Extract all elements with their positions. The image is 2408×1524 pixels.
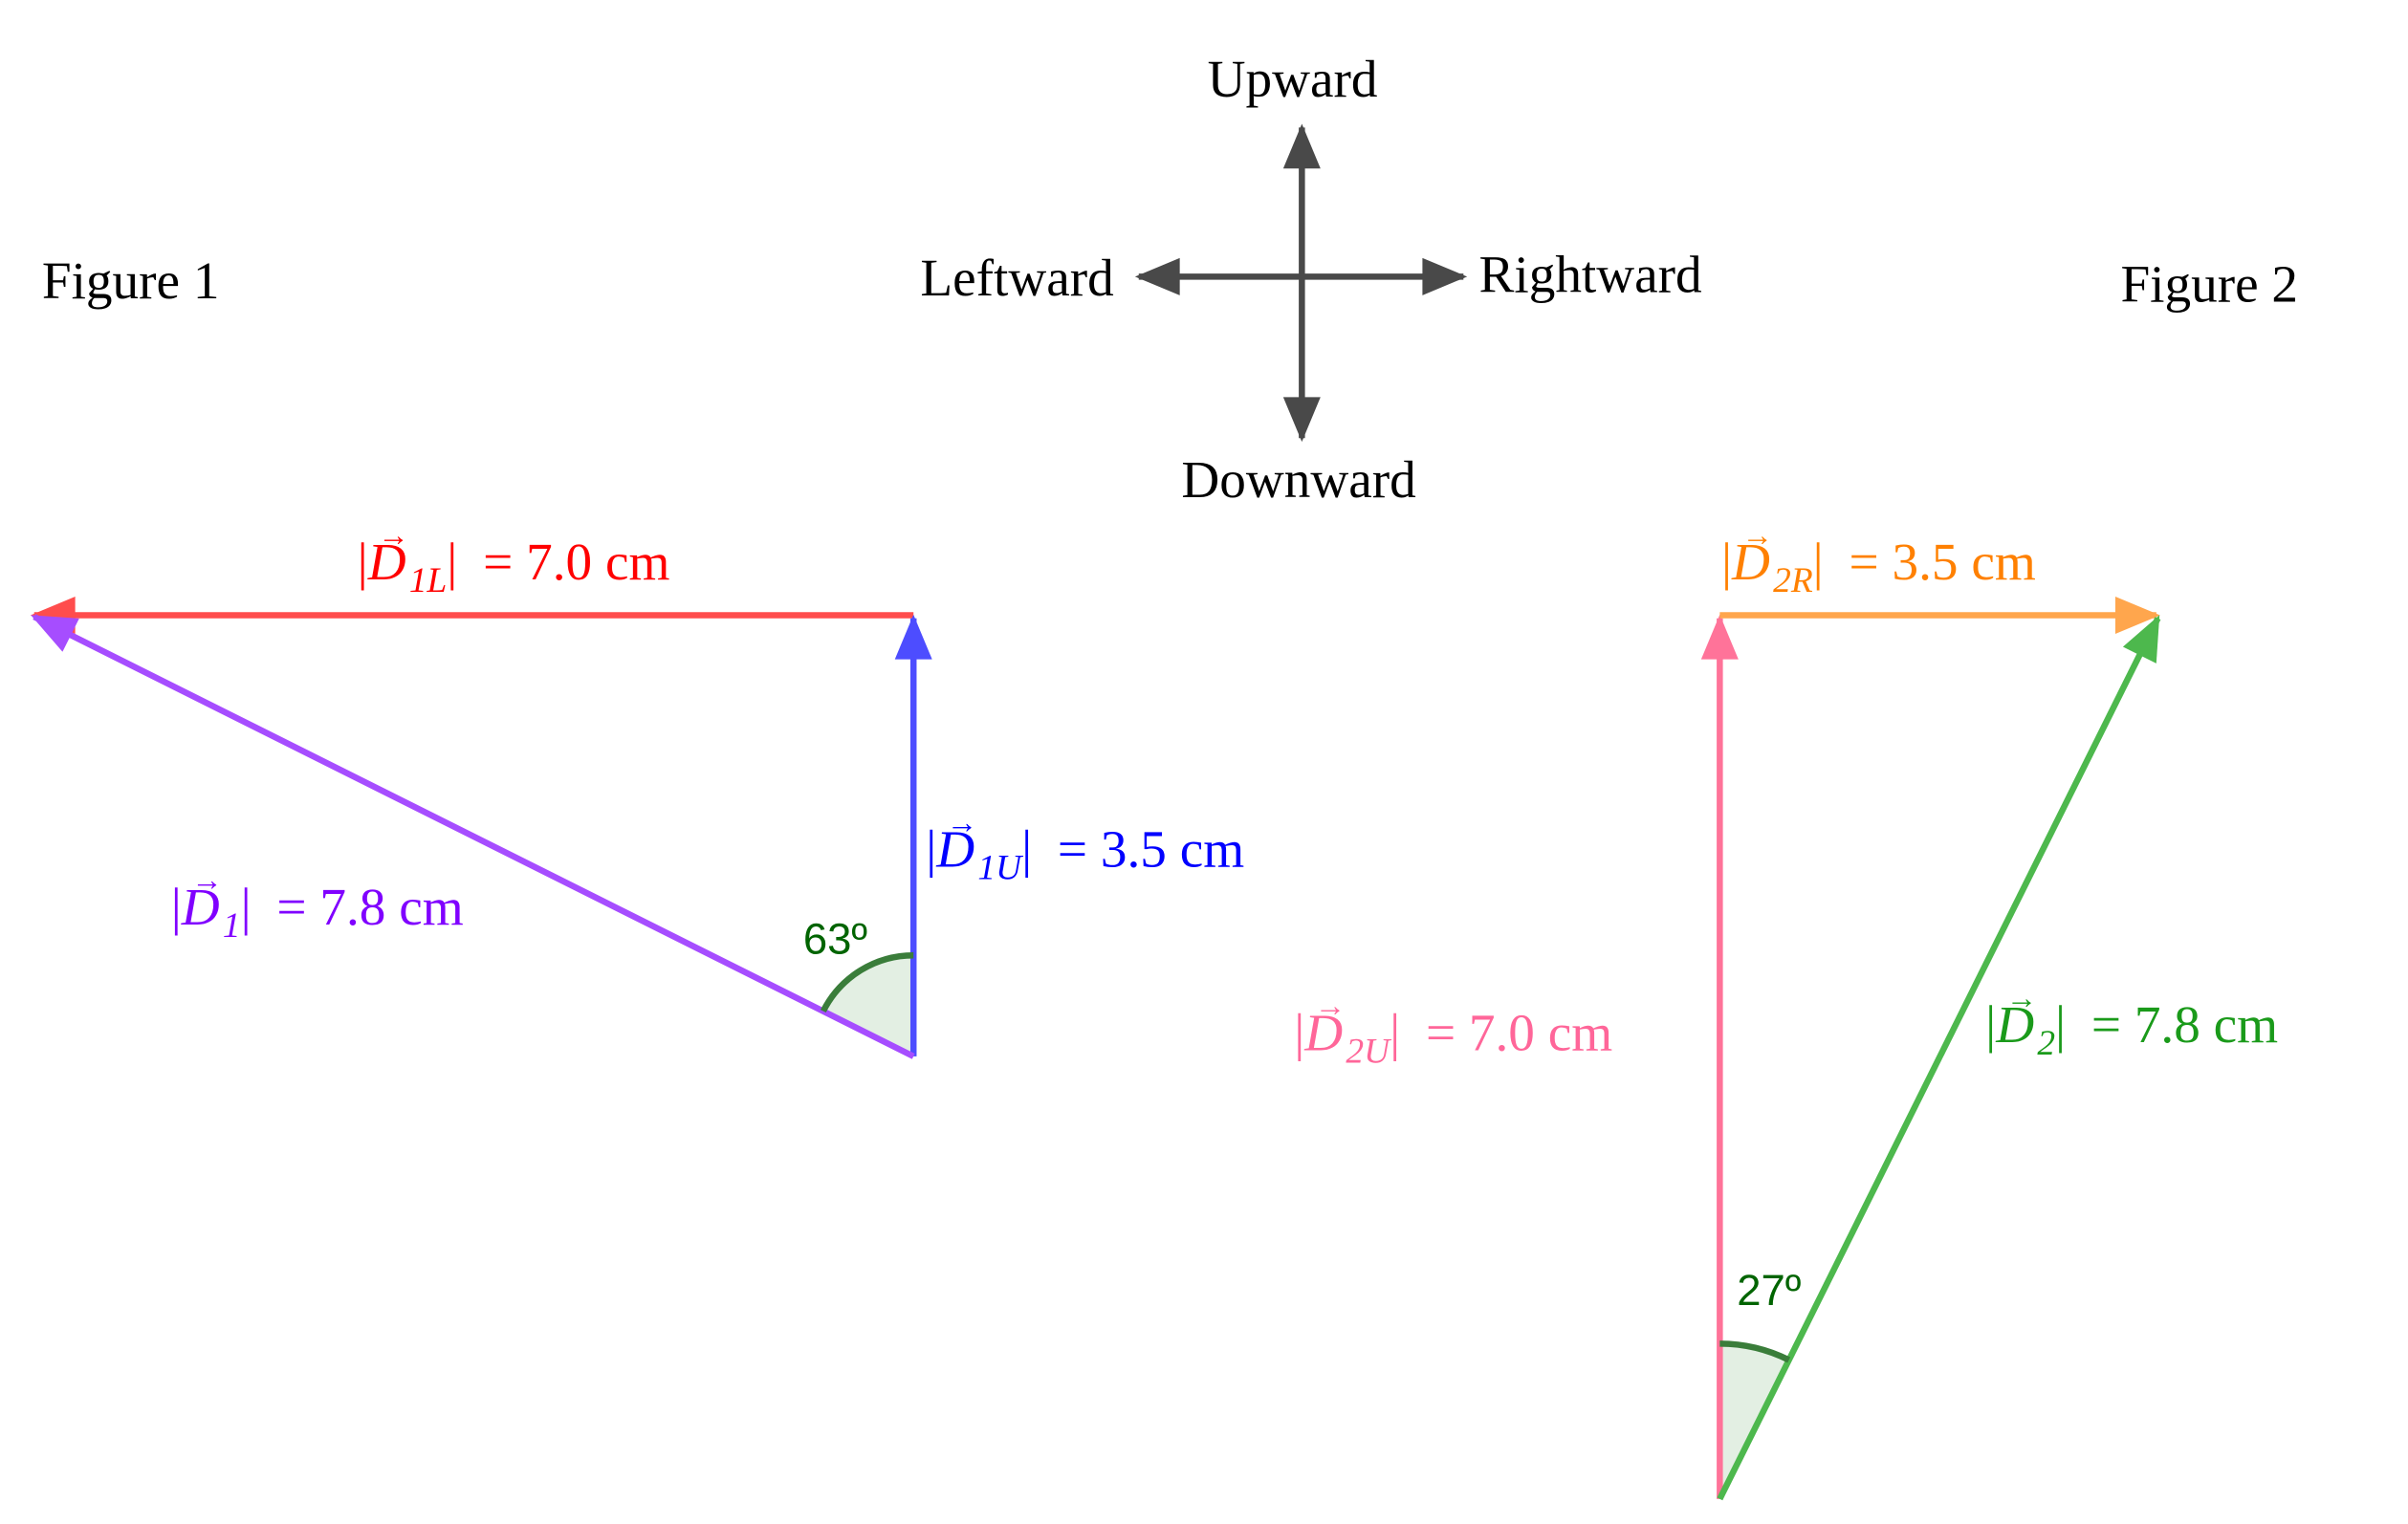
vector-d1u-label: |D→1U| = 3.5 cm <box>926 806 1244 888</box>
angle-63-arc <box>820 952 914 1013</box>
vector-d2-arrow <box>1717 615 2161 1501</box>
vector-magnitude-text: |D→1L| = 7.0 cm <box>358 518 670 600</box>
vector-symbol: D <box>181 878 220 936</box>
angle-63-sector <box>822 955 914 1056</box>
vector-magnitude-text: |D→2U| = 7.0 cm <box>1294 990 1612 1072</box>
direction-compass <box>1134 123 1468 443</box>
vector-subscript: 1L <box>409 561 447 600</box>
abs-bar-open: | <box>1985 995 1996 1054</box>
vector-symbol: D <box>1731 533 1770 591</box>
vector-d1-label: |D→1| = 7.8 cm <box>171 863 464 946</box>
vector-magnitude-value: = 7.0 cm <box>470 533 669 591</box>
vector-subscript: 2R <box>1773 561 1813 600</box>
vector-subscript: 1U <box>977 849 1023 888</box>
vector-magnitude-text: |D→1U| = 3.5 cm <box>926 806 1244 888</box>
vector-d2r-label: |D→2R| = 3.5 cm <box>1721 518 2036 600</box>
abs-bar-open: | <box>1294 1003 1304 1061</box>
compass-downward-label: Downward <box>1181 450 1415 509</box>
abs-bar-open: | <box>358 533 368 591</box>
vector-symbol: D <box>1995 995 2034 1054</box>
angle-27-label: 27º <box>1737 1266 1802 1315</box>
abs-bar-close: | <box>1390 1003 1400 1061</box>
vector-arrow-accent: → <box>1742 518 1773 553</box>
compass-rightward-label: Rightward <box>1479 246 1702 304</box>
vector-magnitude-value: = 7.8 cm <box>264 878 464 936</box>
vector-d2-label: |D→2| = 7.8 cm <box>1985 981 2278 1063</box>
vector-d1l-label: |D→1L| = 7.0 cm <box>358 518 670 600</box>
vector-magnitude-text: |D→1| = 7.8 cm <box>171 863 464 946</box>
figure-1-title: Figure 1 <box>42 251 220 310</box>
abs-bar-close: | <box>241 878 252 936</box>
vector-d2u-label: |D→2U| = 7.0 cm <box>1294 990 1612 1072</box>
angle-27-arc <box>1719 1340 1791 1363</box>
vector-arrow-accent: → <box>947 806 977 840</box>
vector-arrow-accent: → <box>2006 981 2037 1015</box>
figure-2-title: Figure 2 <box>2120 254 2298 313</box>
abs-bar-close: | <box>2055 995 2066 1054</box>
vector-symbol: D <box>1303 1003 1343 1061</box>
abs-bar-open: | <box>1721 533 1732 591</box>
abs-bar-close: | <box>447 533 457 591</box>
abs-bar-open: | <box>926 820 936 879</box>
vector-d1-arrow <box>31 614 915 1059</box>
compass-leftward-label: Leftward <box>920 249 1113 307</box>
compass-upward-label: Upward <box>1208 50 1378 108</box>
vector-arrow-accent: → <box>378 518 408 553</box>
abs-bar-close: | <box>1021 820 1032 879</box>
vector-symbol: D <box>367 533 406 591</box>
abs-bar-open: | <box>171 878 182 936</box>
angle-63-label: 63º <box>803 915 868 964</box>
abs-bar-close: | <box>1813 533 1824 591</box>
vector-arrow-accent: → <box>191 863 222 898</box>
vector-symbol: D <box>935 820 974 879</box>
vector-magnitude-value: = 3.5 cm <box>1044 820 1244 879</box>
vector-subscript: 2 <box>2037 1024 2055 1063</box>
vector-magnitude-text: |D→2| = 7.8 cm <box>1985 981 2278 1063</box>
vector-magnitude-value: = 3.5 cm <box>1836 533 2036 591</box>
vector-arrow-accent: → <box>1315 990 1346 1024</box>
vector-subscript: 2U <box>1346 1032 1391 1071</box>
vector-magnitude-value: = 7.0 cm <box>1412 1003 1612 1061</box>
vector-magnitude-text: |D→2R| = 3.5 cm <box>1721 518 2036 600</box>
vector-subscript: 1 <box>223 906 241 946</box>
vector-magnitude-value: = 7.8 cm <box>2078 995 2278 1054</box>
